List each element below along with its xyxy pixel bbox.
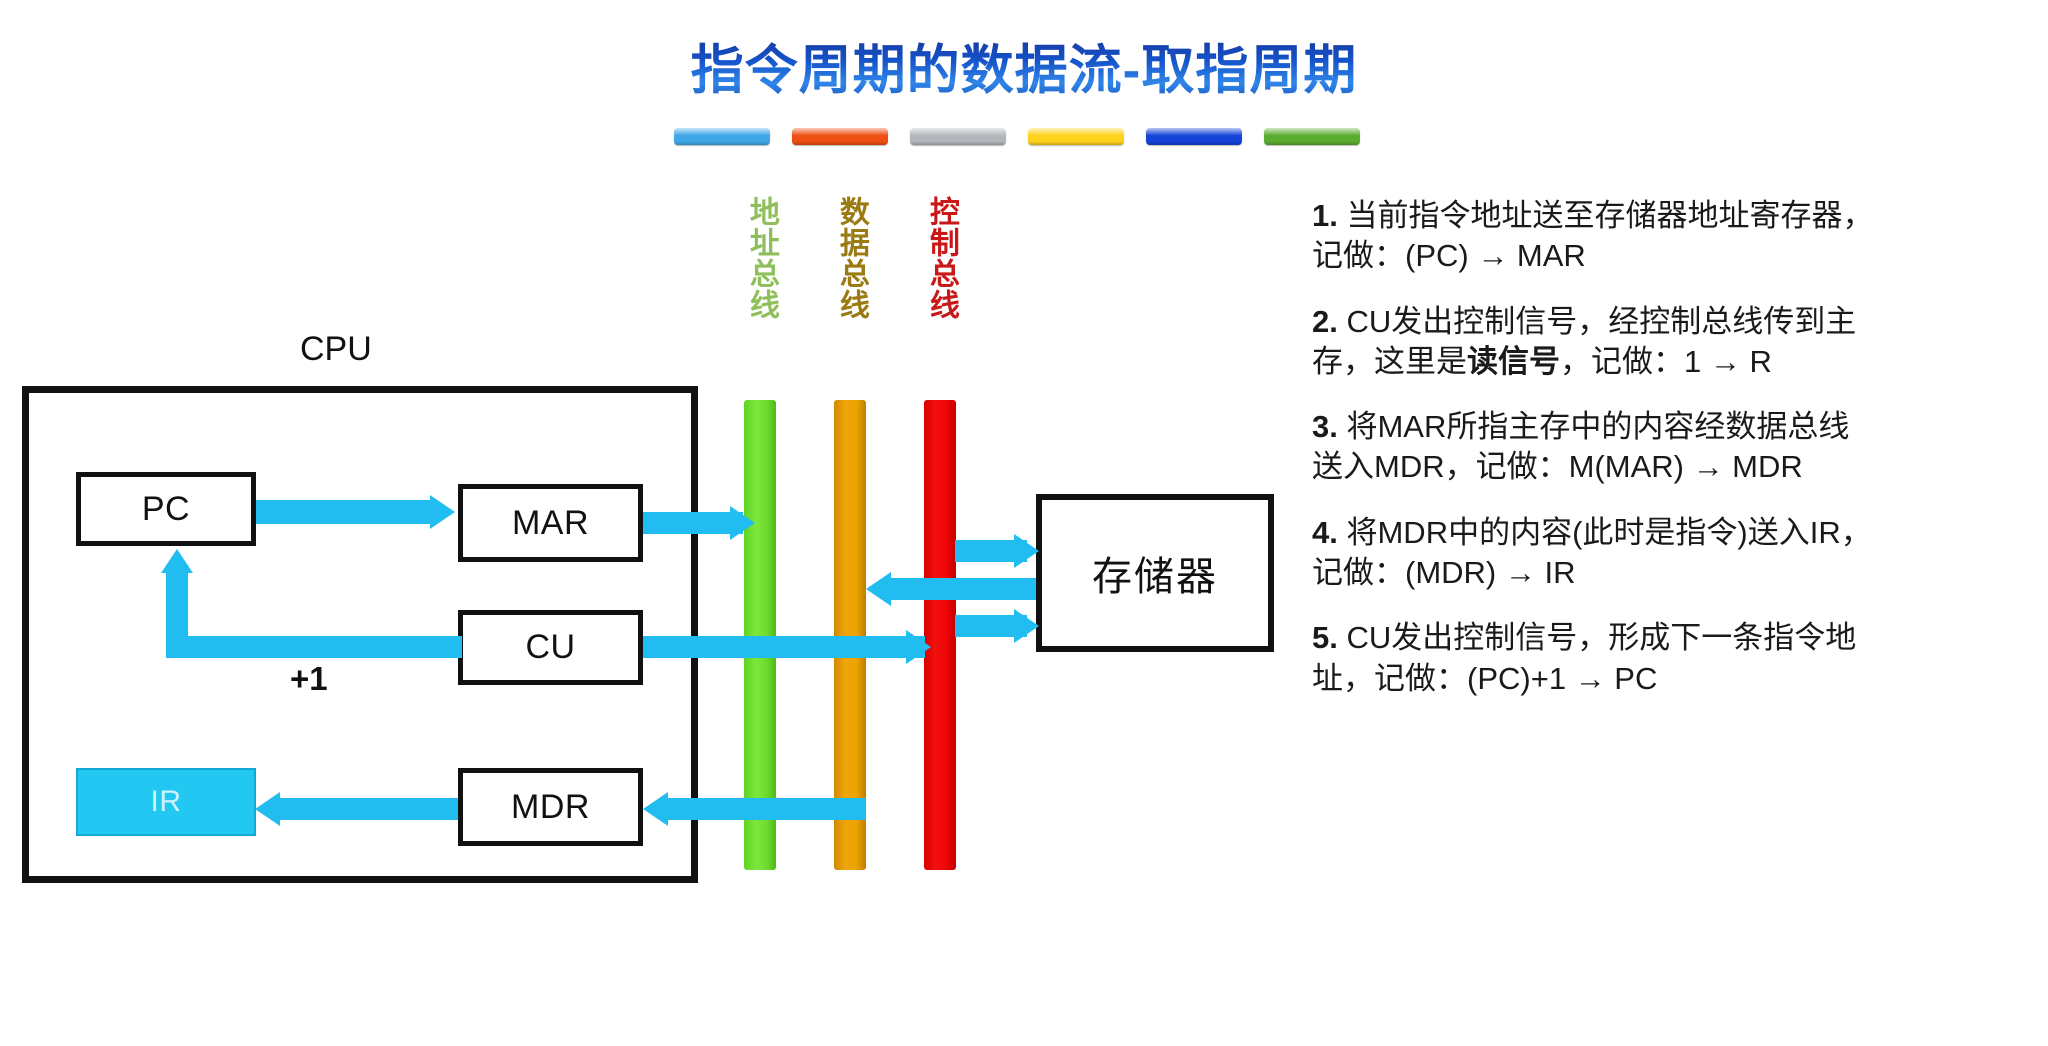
arrow-cu-to-control-bus-head	[906, 630, 931, 664]
step-1-line2: 记做：(PC) → MAR	[1312, 238, 1586, 274]
title-accent-bars	[674, 128, 1360, 145]
arrow-bus-to-memory-bottom-head	[1014, 609, 1039, 643]
accent-bar-green	[1264, 128, 1360, 145]
control-bus-label: 控制总线	[924, 196, 958, 320]
arrow-data-bus-to-mdr-head	[643, 792, 668, 826]
accent-bar-orange	[792, 128, 888, 145]
step-4-line1: 将MDR中的内容(此时是指令)送入IR，	[1346, 514, 1872, 550]
step-1-number: 1.	[1312, 198, 1338, 233]
step-2-line1: CU发出控制信号，经控制总线传到主	[1346, 303, 1857, 339]
step-3-line2: 送入MDR，记做：M(MAR) → MDR	[1312, 449, 1803, 485]
cpu-label: CPU	[300, 330, 372, 368]
step-3-number: 3.	[1312, 409, 1338, 445]
step-4-line2: 记做：(MDR) → IR	[1312, 555, 1576, 591]
arrow-data-bus-to-mdr-shaft	[668, 798, 866, 820]
arrow-memory-to-data-bus-shaft	[890, 578, 1036, 600]
arrow-mar-to-address-bus-shaft	[643, 512, 743, 534]
step-2-line2-emphasis: 读信号	[1467, 343, 1560, 379]
address-bus-label: 地址总线	[744, 196, 778, 320]
arrow-bus-to-memory-top-shaft	[955, 540, 1027, 562]
arrow-pc-to-mar-shaft	[256, 500, 432, 524]
register-pc: PC	[76, 472, 256, 546]
memory-box: 存储器	[1036, 494, 1274, 652]
step-5-line2: 址，记做：(PC)+1 → PC	[1312, 660, 1658, 696]
step-5-line1: CU发出控制信号，形成下一条指令地	[1346, 620, 1857, 656]
step-3-line1: 将MAR所指主存中的内容经数据总线	[1346, 409, 1850, 445]
increment-label: +1	[290, 660, 328, 697]
step-item-1: 1. 当前指令地址送至存储器地址寄存器， 记做：(PC) → MAR	[1312, 196, 2034, 277]
arrow-mar-to-address-bus-head	[730, 506, 755, 540]
address-bus-bar	[744, 400, 776, 870]
accent-bar-blue	[1146, 128, 1242, 145]
data-bus-bar	[834, 400, 866, 870]
step-2-line2-prefix: 存，这里是	[1312, 343, 1467, 379]
arrow-cu-to-control-bus-shaft	[643, 636, 925, 658]
step-2-number: 2.	[1312, 303, 1338, 339]
arrow-cu-to-pc-horizontal	[166, 636, 462, 658]
step-4-number: 4.	[1312, 514, 1338, 550]
arrow-bus-to-memory-bottom-shaft	[955, 615, 1027, 637]
data-bus-label: 数据总线	[834, 196, 868, 320]
arrow-memory-to-data-bus-head	[866, 572, 891, 606]
step-item-5: 5. CU发出控制信号，形成下一条指令地 址，记做：(PC)+1 → PC	[1312, 618, 2034, 699]
step-item-4: 4. 将MDR中的内容(此时是指令)送入IR， 记做：(MDR) → IR	[1312, 513, 2034, 594]
register-mdr: MDR	[458, 768, 643, 846]
step-item-2: 2. CU发出控制信号，经控制总线传到主 存，这里是读信号，记做：1 → R	[1312, 302, 2034, 383]
register-cu: CU	[458, 610, 643, 685]
register-mar: MAR	[458, 484, 643, 562]
step-2-line2-suffix: ，记做：1 → R	[1560, 343, 1772, 379]
accent-bar-gray	[910, 128, 1006, 145]
accent-bar-yellow	[1028, 128, 1124, 145]
accent-bar-lightblue	[674, 128, 770, 145]
register-ir: IR	[76, 768, 256, 836]
step-1-line1: 当前指令地址送至存储器地址寄存器，	[1346, 198, 1874, 233]
steps-panel: 1. 当前指令地址送至存储器地址寄存器， 记做：(PC) → MAR 2. CU…	[1312, 196, 2034, 724]
arrow-cu-to-pc-vertical	[166, 572, 188, 638]
step-item-3: 3. 将MAR所指主存中的内容经数据总线 送入MDR，记做：M(MAR) → M…	[1312, 407, 2034, 488]
page-title: 指令周期的数据流-取指周期	[0, 28, 2048, 104]
step-5-number: 5.	[1312, 620, 1338, 656]
arrow-mdr-to-ir-head	[255, 792, 280, 826]
arrow-bus-to-memory-top-head	[1014, 534, 1039, 568]
arrow-mdr-to-ir-shaft	[280, 798, 458, 820]
arrow-pc-to-mar-head	[430, 495, 455, 529]
arrow-cu-to-pc-head	[161, 549, 193, 573]
